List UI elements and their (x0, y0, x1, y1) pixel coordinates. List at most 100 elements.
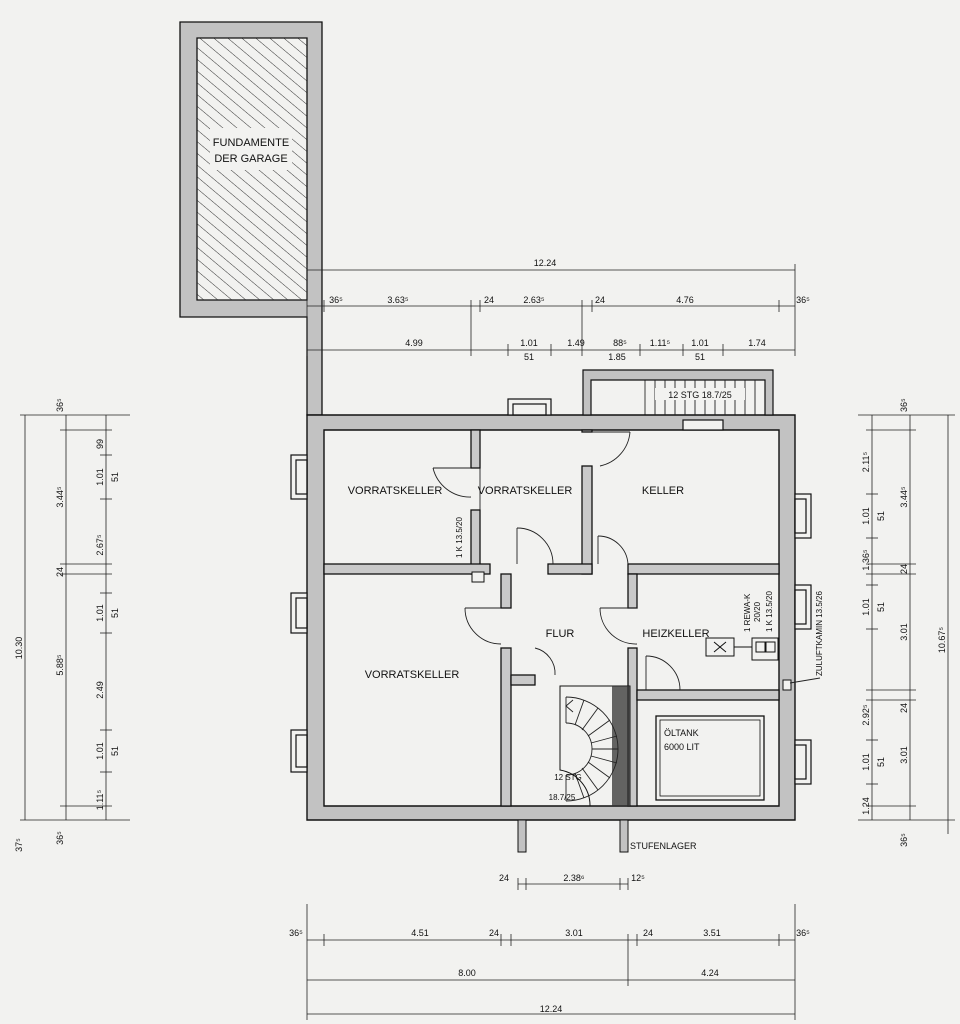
room-vorratskeller-nw: VORRATSKELLER (348, 485, 443, 497)
dim-bottom-r1: 24 (643, 928, 653, 938)
rear-stair: 12 STG 18.7/25 (582, 369, 774, 416)
dim-left: 36⁵ (55, 398, 65, 412)
dim-left: 51 (110, 472, 120, 482)
dim-right: 51 (876, 757, 886, 767)
room-flur: FLUR (546, 628, 575, 640)
dim-top-r2: 51 (524, 352, 534, 362)
dim-left: 51 (110, 608, 120, 618)
doors (432, 431, 681, 691)
garage-label-2: DER GARAGE (214, 153, 287, 165)
oiltank-label-2: 6000 LIT (664, 742, 700, 752)
zuluft-label: ZULUFTKAMIN 13.5/26 (815, 591, 824, 676)
stair-top-label: 12 STG 18.7/25 (668, 390, 732, 400)
dim-top-r1: 24 (484, 295, 494, 305)
dim-top-r2: 1.74 (748, 338, 766, 348)
dim-left: 3.44⁵ (55, 486, 65, 508)
dim-left: 51 (110, 746, 120, 756)
dim-left: 1.11⁵ (95, 789, 105, 810)
dim-top-r2: 1.49 (567, 338, 585, 348)
room-vorratskeller-sw: VORRATSKELLER (365, 669, 460, 681)
dim-right: 51 (876, 511, 886, 521)
dim-right: 1.36⁵ (861, 549, 871, 571)
dim-right: 3.01 (899, 746, 909, 764)
dim-left: 24 (55, 567, 65, 577)
heating-equipment (705, 637, 779, 661)
dim-left: 37⁵ (14, 838, 24, 852)
dim-right: 2.92⁵ (861, 704, 871, 726)
dim-right: 1.01 (861, 507, 871, 525)
garage-foundation: FUNDAMENTE DER GARAGE (179, 21, 323, 416)
spiral-stair: 12 STG 18.7/25 (549, 685, 631, 807)
dim-bottom-r1: 36⁵ (289, 928, 303, 938)
room-vorratskeller-mid: VORRATSKELLER (478, 485, 573, 497)
chimney-label-1: 1 K 13.5/20 (455, 517, 464, 558)
dim-left: 36⁵ (55, 831, 65, 845)
chimney-label-2c: 1 K 13.5/20 (765, 591, 774, 632)
garage-label-1: FUNDAMENTE (213, 137, 289, 149)
dim-top-r1: 24 (595, 295, 605, 305)
dims-top: 12.24 36⁵ 3.63⁵ 24 2.63⁵ 24 4.76 36⁵ 4.9… (306, 258, 810, 362)
dim-right: 3.01 (899, 623, 909, 641)
dim-top-r2: 1.01 (691, 338, 709, 348)
dim-bottom-r2: 8.00 (458, 968, 476, 978)
dim-left: 5.88⁵ (55, 654, 65, 676)
dim-bottom-stair: 24 (499, 873, 509, 883)
dim-right: 1.24 (861, 797, 871, 815)
dim-right: 36⁵ (899, 833, 909, 847)
dim-left: 1.01 (95, 604, 105, 622)
dim-top-r2: 4.99 (405, 338, 423, 348)
dim-top-r2: 1.01 (520, 338, 538, 348)
dim-left: 1.01 (95, 468, 105, 486)
dim-bottom-r1: 24 (489, 928, 499, 938)
dim-left: 10.30 (14, 637, 24, 660)
dim-top-r1: 3.63⁵ (387, 295, 409, 305)
dim-right: 24 (899, 703, 909, 713)
outer-wall (306, 414, 796, 821)
dim-right: 24 (899, 564, 909, 574)
dim-top-r1: 2.63⁵ (523, 295, 545, 305)
dim-bottom-r1: 3.51 (703, 928, 721, 938)
stair-main-label-1: 12 STG (554, 773, 582, 782)
dims-right: 36⁵ 2.11⁵ 3.44⁵ 1.01 51 1.36⁵ 24 1.01 51… (858, 398, 955, 847)
dim-top-r2: 1.85 (608, 352, 626, 362)
dim-right: 3.44⁵ (899, 486, 909, 508)
room-keller: KELLER (642, 485, 684, 497)
dim-right: 1.01 (861, 598, 871, 616)
dim-top-r1: 4.76 (676, 295, 694, 305)
room-heizkeller: HEIZKELLER (642, 628, 709, 640)
stufenlager-label: STUFENLAGER (630, 841, 697, 851)
dims-bottom: 24 2.38⁶ 12⁵ 36⁵ 4.51 24 3.01 24 3.51 36… (289, 873, 810, 1020)
oil-tank: ÖLTANK 6000 LIT (655, 715, 765, 801)
dim-bottom-r1: 3.01 (565, 928, 583, 938)
dim-left: 2.67⁵ (95, 534, 105, 556)
dim-right: 2.11⁵ (861, 451, 871, 472)
room-labels: VORRATSKELLER VORRATSKELLER KELLER VORRA… (348, 485, 710, 681)
dim-right: 36⁵ (899, 398, 909, 412)
dim-bottom-r1: 36⁵ (796, 928, 810, 938)
dim-top-r2: 51 (695, 352, 705, 362)
chimney-annotations: 1 K 13.5/20 1 REWA-K 20/20 1 K 13.5/20 Z… (455, 517, 824, 684)
dim-right: 1.01 (861, 753, 871, 771)
dim-left: 99 (95, 439, 105, 449)
chimney-label-2b: 20/20 (753, 601, 762, 622)
dim-left: 2.49 (95, 681, 105, 699)
dim-top-r1: 36⁵ (796, 295, 810, 305)
dim-bottom-stair: 12⁵ (631, 873, 645, 883)
dim-bottom-stair: 2.38⁶ (563, 873, 585, 883)
interior-walls (323, 429, 792, 807)
dim-top-r2: 88⁵ (613, 338, 627, 348)
dims-left: 36⁵ 99 1.01 51 3.44⁵ 2.67⁵ 24 1.01 51 5.… (14, 398, 130, 852)
dim-right: 51 (876, 602, 886, 612)
dim-top-r1: 36⁵ (329, 295, 343, 305)
stufenlager (517, 819, 629, 853)
dim-bottom-r1: 4.51 (411, 928, 429, 938)
dim-right: 10.67⁵ (937, 627, 947, 654)
dim-top-r2: 1.11⁵ (650, 338, 671, 348)
oiltank-label-1: ÖLTANK (664, 728, 699, 738)
window-wells (290, 398, 812, 785)
dim-top-total: 12.24 (534, 258, 557, 268)
chimney-label-2a: 1 REWA-K (743, 593, 752, 632)
dim-bottom-r2: 4.24 (701, 968, 719, 978)
stair-main-label-2: 18.7/25 (549, 793, 576, 802)
